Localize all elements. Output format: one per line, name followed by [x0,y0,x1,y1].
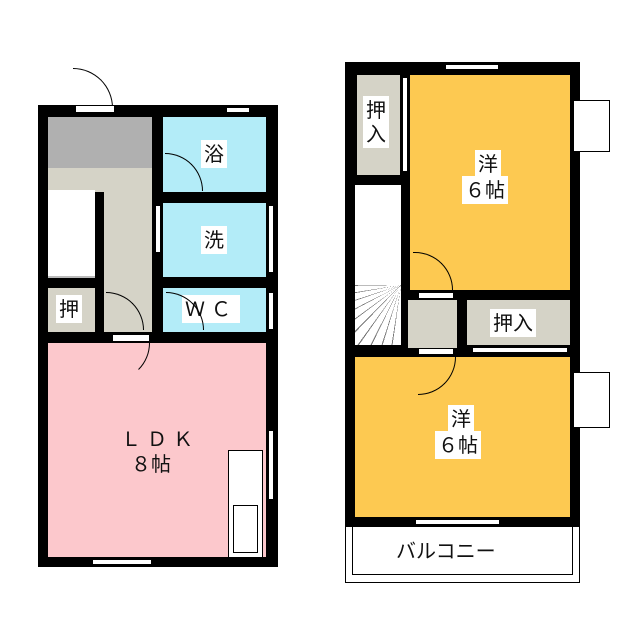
closet-top-label-2: 入 [363,120,389,148]
balcony-label: バルコニー [393,537,499,565]
stairs-2f [355,185,401,345]
ldk-door-opening [112,334,150,342]
genkan [48,117,152,168]
ldk-size: ８帖 [131,452,171,476]
room1-type: 洋 [475,150,501,178]
closet-sliding-door[interactable] [402,77,408,172]
window [445,64,499,70]
washroom-label: 洗 [201,226,227,254]
closet-top-label-1: 押 [363,96,389,124]
window [155,205,161,253]
window [92,559,152,565]
entrance-opening [75,105,115,113]
closet-1f-label: 押 [56,295,82,323]
stair-wall [95,192,104,335]
window [268,292,274,330]
closet-mid-label: 押入 [490,309,536,337]
ldk-name: ＬＤＫ [121,427,199,451]
entrance-door[interactable] [73,68,113,108]
window [268,430,274,500]
bathroom-label: 浴 [201,140,227,168]
window [226,107,250,113]
room2-size: ６帖 [435,431,481,459]
room2-type: 洋 [448,405,474,433]
balcony-rail-unit [573,100,610,152]
closet-sliding-door[interactable] [472,347,568,353]
room1-size: ６帖 [462,176,508,204]
sink [233,505,258,553]
wall [48,278,98,288]
door-opening [418,348,454,355]
balcony-rail-unit [573,372,610,428]
window [415,519,500,525]
landing [408,300,457,348]
stairs [48,190,95,278]
door-opening [418,292,454,299]
window [268,205,274,273]
